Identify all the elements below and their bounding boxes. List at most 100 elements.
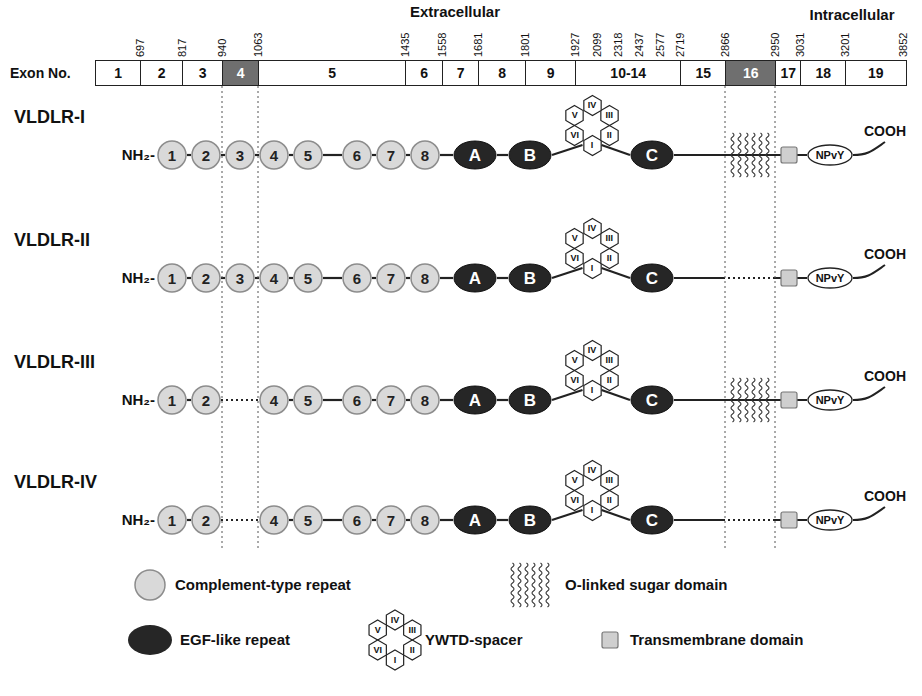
complement-repeat: 1 <box>157 140 187 170</box>
node-label: II <box>607 131 612 140</box>
npvy-motif: NPvY <box>807 267 853 289</box>
complement-repeat: 7 <box>376 385 406 415</box>
node-label: 8 <box>421 148 429 163</box>
legend-numeral: II <box>410 646 415 655</box>
node-label: B <box>524 392 536 409</box>
ywtd-blade: V <box>565 470 584 491</box>
c-terminal-tail <box>853 265 885 278</box>
ywtd-blade: VI <box>565 125 584 146</box>
complement-repeat: 2 <box>191 385 221 415</box>
position-number: 2099 <box>591 33 603 57</box>
node-label: 4 <box>270 513 278 528</box>
node-label: 8 <box>421 513 429 528</box>
node-label: NPvY <box>816 515 845 526</box>
isoform-name: VLDLR-II <box>14 230 90 251</box>
backbone-connector <box>406 277 410 279</box>
node-label: IV <box>588 346 597 355</box>
node-label: 6 <box>353 271 361 286</box>
node-label: C <box>646 270 658 287</box>
node-label: 6 <box>353 513 361 528</box>
complement-repeat: 1 <box>157 505 187 535</box>
egf-repeat: B <box>508 385 552 415</box>
node-label: V <box>572 356 578 365</box>
egf-repeat: C <box>630 505 674 535</box>
backbone-connector <box>440 519 453 521</box>
node-label: 6 <box>353 148 361 163</box>
node-label: A <box>469 392 481 409</box>
complement-repeat: 5 <box>293 385 323 415</box>
terminus-label: COOH <box>864 368 906 384</box>
ywtd-blade: IV <box>583 460 602 481</box>
legend-numeral: I <box>394 656 397 665</box>
legend-sample <box>602 632 618 648</box>
egf-repeat: A <box>453 505 497 535</box>
complement-repeat: 7 <box>376 140 406 170</box>
backbone-connector <box>289 519 293 521</box>
terminus-label: COOH <box>864 488 906 504</box>
node-label: A <box>469 512 481 529</box>
ywtd-blade: III <box>600 105 619 126</box>
ywtd-blade: III <box>600 470 619 491</box>
backbone-connector <box>406 154 410 156</box>
node-label: 4 <box>270 393 278 408</box>
node-label: 8 <box>498 66 506 80</box>
egf-repeat: A <box>453 385 497 415</box>
position-number: 1801 <box>519 33 531 57</box>
node-label: 15 <box>695 66 711 80</box>
complement-repeat: 3 <box>225 140 255 170</box>
node-label: I <box>591 264 594 273</box>
position-number: 3852 <box>897 33 909 57</box>
exon-box: 17 <box>775 60 802 86</box>
ywtd-blade: III <box>600 228 619 249</box>
complement-repeat: 2 <box>191 505 221 535</box>
backbone-connector <box>602 390 631 400</box>
node-label: V <box>572 234 578 243</box>
egf-repeat: B <box>508 140 552 170</box>
complement-repeat: 1 <box>157 385 187 415</box>
legend-label: EGF-like repeat <box>180 631 290 648</box>
npvy-motif: NPvY <box>807 389 853 411</box>
exon-box: 15 <box>680 60 727 86</box>
backbone-connector <box>406 399 410 401</box>
node-label: 5 <box>304 148 312 163</box>
backbone-connector <box>552 390 583 400</box>
node-label: 18 <box>815 66 831 80</box>
position-number: 1558 <box>436 33 448 57</box>
node-label: 7 <box>387 148 395 163</box>
c-terminal-tail <box>853 507 885 520</box>
node-label: C <box>646 147 658 164</box>
node-label: 5 <box>304 393 312 408</box>
position-number: 817 <box>176 39 188 57</box>
node-label: 3 <box>199 66 207 80</box>
node-label: 1 <box>114 66 122 80</box>
position-number: 3201 <box>839 33 851 57</box>
exon-box: 9 <box>525 60 577 86</box>
backbone-connector <box>602 510 631 520</box>
backbone-connector <box>440 399 453 401</box>
node-label: 8 <box>421 393 429 408</box>
terminus-label: NH₂- <box>122 511 155 528</box>
position-number: 1927 <box>569 33 581 57</box>
node-label: IV <box>588 224 597 233</box>
backbone-connector <box>187 154 191 156</box>
backbone-connector <box>372 277 376 279</box>
node-label: III <box>606 356 614 365</box>
exon-box: 3 <box>182 60 224 86</box>
legend-numeral: V <box>375 626 381 635</box>
exon-box: 6 <box>405 60 444 86</box>
position-number: 2719 <box>674 33 686 57</box>
node-label: NPvY <box>816 273 845 284</box>
node-label: II <box>607 496 612 505</box>
node-label: IV <box>588 466 597 475</box>
exon-box: 5 <box>258 60 407 86</box>
complement-repeat: 6 <box>342 140 372 170</box>
node-label: A <box>469 270 481 287</box>
node-label: II <box>607 254 612 263</box>
legend-sample <box>369 610 421 670</box>
transmembrane-box <box>781 147 797 163</box>
node-label: 8 <box>421 271 429 286</box>
legend-label: Complement-type repeat <box>175 576 351 593</box>
egf-repeat: A <box>453 263 497 293</box>
node-label: 4 <box>270 271 278 286</box>
legend-sample <box>511 563 549 607</box>
